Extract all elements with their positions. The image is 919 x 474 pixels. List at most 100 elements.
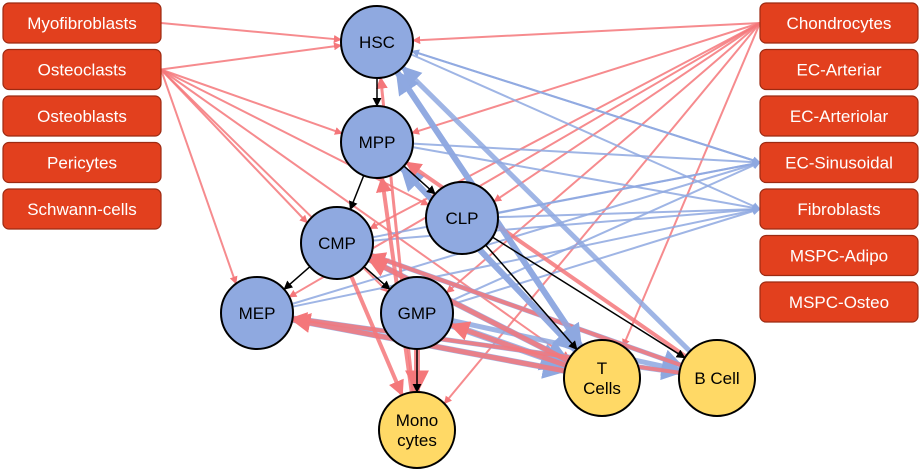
cell-node-circle <box>340 5 414 79</box>
stromal-box-ec-sinusoidal: EC-Sinusoidal <box>759 141 919 184</box>
cell-node-label: GMP <box>398 304 437 323</box>
stromal-box-label: EC-Arteriar <box>796 61 881 80</box>
stromal-box-mspc-adipo: MSPC-Adipo <box>759 234 919 277</box>
stromal-box-label: Schwann-cells <box>27 200 137 219</box>
edge-bcell-to-cmp <box>369 252 682 368</box>
edge-gmp-to-fibroblasts <box>451 207 761 306</box>
cell-node-mpp: MPP <box>340 105 414 179</box>
cell-node-label: CLP <box>445 209 478 228</box>
stromal-box-ec-arteriolar: EC-Arteriolar <box>759 95 919 137</box>
edge-osteoclasts-to-tcells <box>160 68 570 360</box>
edge-bcell-to-hsc <box>400 65 692 354</box>
edge-cmp-to-gmp <box>363 266 391 290</box>
edge-mep-to-ec-sinusoidal <box>291 160 761 305</box>
cell-node-label: Cells <box>583 379 621 398</box>
stromal-box-myofibroblasts: Myofibroblasts <box>2 2 162 44</box>
stromal-box-osteoclasts: Osteoclasts <box>2 48 162 91</box>
cell-node-label: cytes <box>397 431 437 450</box>
cell-node-bcell: B Cell <box>678 339 756 417</box>
cell-node-circle <box>563 339 641 417</box>
cell-node-label: CMP <box>318 234 356 253</box>
stromal-box-label: MSPC-Osteo <box>789 293 889 312</box>
cell-node-circle <box>380 276 454 350</box>
edge-clp-to-bcell <box>492 236 686 359</box>
cell-node-label: MEP <box>239 304 276 323</box>
stromal-box-schwann: Schwann-cells <box>2 188 162 230</box>
edge-tcells-to-gmp <box>449 321 567 368</box>
cell-node-hsc: HSC <box>340 5 414 79</box>
cell-node-label: Mono <box>396 411 439 430</box>
stromal-box-label: Osteoclasts <box>38 61 127 80</box>
stromal-box-rect <box>2 2 162 44</box>
edge-osteoclasts-to-hsc <box>160 42 342 71</box>
cell-node-clp: CLP <box>425 181 499 255</box>
cell-node-gmp: GMP <box>380 276 454 350</box>
stromal-box-rect <box>2 141 162 184</box>
edge-hsc-to-fibroblasts <box>410 53 761 210</box>
cell-node-circle <box>340 105 414 179</box>
stromal-box-fibroblasts: Fibroblasts <box>759 188 919 230</box>
edge-cmp-to-mono <box>349 275 404 397</box>
stromal-box-label: EC-Sinusoidal <box>785 154 893 173</box>
cell-node-label: T <box>597 359 607 378</box>
stromal-box-label: Osteoblasts <box>37 107 127 126</box>
edge-mpp-to-clp <box>403 165 436 195</box>
stromal-box-rect <box>759 95 919 137</box>
edge-clp-to-fibroblasts <box>497 205 761 219</box>
cell-node-cmp: CMP <box>300 206 374 280</box>
cell-node-mep: MEP <box>220 276 294 350</box>
stromal-box-label: Chondrocytes <box>787 14 892 33</box>
stromal-box-rect <box>759 2 919 44</box>
edge-mpp-to-fibroblasts <box>412 146 761 212</box>
cell-node-circle <box>220 276 294 350</box>
stromal-box-rect <box>759 141 919 184</box>
stromal-box-rect <box>759 234 919 277</box>
cell-node-circle <box>425 181 499 255</box>
edge-clp-to-tcells <box>485 244 578 351</box>
stromal-box-rect <box>759 188 919 230</box>
edge-osteoclasts-to-mep <box>160 69 238 285</box>
edge-chondrocytes-to-clp <box>493 22 761 203</box>
stromal-box-osteoblasts: Osteoblasts <box>2 95 162 137</box>
edge-cmp-to-mep <box>283 266 311 290</box>
stromal-box-rect <box>2 188 162 230</box>
edge-mpp-to-ec-sinusoidal <box>412 142 761 167</box>
edge-chondrocytes-to-tcells <box>622 22 761 348</box>
stromal-box-rect <box>2 95 162 137</box>
stromal-box-label: MSPC-Adipo <box>790 247 888 266</box>
stromal-box-label: Pericytes <box>47 154 117 173</box>
cell-node-label: MPP <box>359 133 396 152</box>
lineage-edges-layer <box>283 78 686 393</box>
stromal-box-rect <box>759 48 919 91</box>
stromal-box-rect <box>2 48 162 91</box>
edge-chondrocytes-to-gmp <box>446 22 761 294</box>
cell-node-circle <box>678 339 756 417</box>
cell-node-circle <box>300 206 374 280</box>
stromal-box-ec-arteriar: EC-Arteriar <box>759 48 919 91</box>
edge-chondrocytes-to-hsc <box>412 22 761 45</box>
edge-chondrocytes-to-mpp <box>411 22 761 135</box>
cell-node-label: HSC <box>359 33 395 52</box>
stromal-boxes-layer: MyofibroblastsOsteoclastsOsteoblastsPeri… <box>2 2 919 323</box>
cell-node-label: B Cell <box>694 369 739 388</box>
edge-ec-sinusoidal-to-hsc <box>411 49 761 164</box>
edge-osteoclasts-to-mpp <box>160 68 343 135</box>
stromal-box-rect <box>759 281 919 323</box>
edge-gmp-to-ec-sinusoidal <box>450 161 761 302</box>
edge-tcells-to-cmp <box>367 257 570 363</box>
edge-myofibroblasts-to-hsc <box>160 22 342 44</box>
stromal-box-mspc-osteo: MSPC-Osteo <box>759 281 919 323</box>
cell-node-circle <box>378 391 456 469</box>
edges-layer <box>160 22 761 405</box>
stromal-box-chondrocytes: Chondrocytes <box>759 2 919 44</box>
stromal-box-label: Fibroblasts <box>797 200 880 219</box>
stromal-box-label: EC-Arteriolar <box>790 107 889 126</box>
stromal-box-pericytes: Pericytes <box>2 141 162 184</box>
stromal-box-label: Myofibroblasts <box>27 14 137 33</box>
edge-osteoclasts-to-cmp <box>160 68 308 224</box>
edge-mpp-to-cmp <box>349 175 365 211</box>
